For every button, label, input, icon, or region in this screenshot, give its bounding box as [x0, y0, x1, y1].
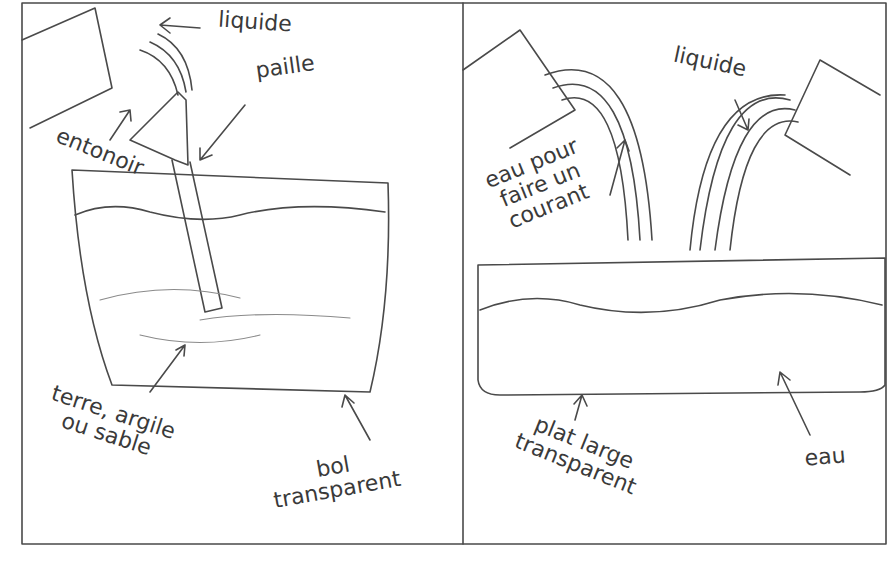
liquid-stream — [715, 109, 795, 250]
leader-arrow — [200, 105, 245, 160]
pouring-container — [22, 8, 112, 128]
leader-arrow — [610, 140, 629, 195]
liquid-stream — [158, 34, 192, 90]
leader-arrow — [574, 395, 587, 420]
transparent-bowl — [72, 170, 389, 392]
liquid-stream — [150, 42, 186, 92]
leader-arrow — [110, 110, 131, 140]
liquid-stream — [730, 121, 798, 250]
handwritten-label: eau pour faire un courant — [471, 130, 608, 239]
handwritten-label: eau — [789, 442, 861, 471]
water-line — [75, 207, 385, 220]
liquid-stream — [690, 95, 785, 250]
handwritten-label: bol transparent — [252, 441, 418, 514]
handwritten-label: paille — [239, 49, 331, 84]
handwritten-label: liquide — [654, 39, 766, 84]
leader-arrow — [342, 395, 370, 440]
handwritten-label: liquide — [199, 6, 310, 37]
wide-flat-dish — [478, 258, 885, 395]
leader-arrow — [778, 372, 810, 435]
handwritten-label: terre, argile ou sable — [41, 381, 179, 465]
pouring-container — [463, 30, 575, 148]
handwritten-label: plat large transparent — [497, 402, 663, 505]
leader-arrow — [150, 345, 185, 392]
soil-layer — [100, 289, 350, 342]
leader-arrow — [735, 100, 749, 130]
liquid-stream — [700, 98, 790, 250]
panel-divider — [462, 3, 464, 544]
water-line — [480, 294, 882, 313]
liquid-stream — [140, 50, 178, 95]
outer-frame — [22, 3, 886, 544]
pouring-container — [785, 60, 880, 175]
leader-arrow — [160, 18, 200, 33]
